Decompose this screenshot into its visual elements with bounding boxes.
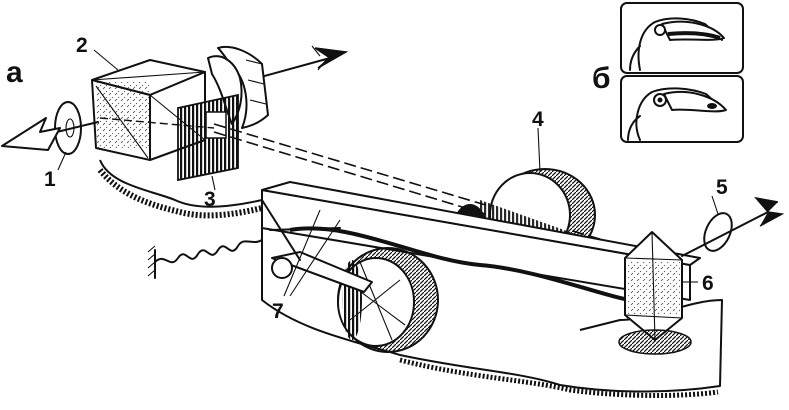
panel-label-b: б — [592, 62, 611, 95]
toucan-inset — [620, 2, 744, 143]
crank-arm — [261, 199, 373, 293]
leader-lines — [57, 49, 719, 297]
label-4: 4 — [532, 108, 544, 131]
label-6: 6 — [702, 272, 714, 295]
striped-plate — [177, 93, 239, 182]
incoming-light-arrow — [249, 45, 349, 81]
label-1: 1 — [44, 168, 56, 191]
long-rail — [261, 181, 701, 304]
right-light-arrow — [681, 196, 785, 257]
label-5: 5 — [716, 176, 728, 199]
label-3: 3 — [204, 188, 216, 211]
right-iris-disk — [703, 212, 733, 252]
spring — [154, 239, 263, 264]
prism-6 — [618, 231, 692, 355]
label-7: 7 — [272, 300, 284, 323]
label-2: 2 — [76, 34, 88, 57]
wall-anchor — [147, 245, 156, 279]
toucan-bottom-image — [627, 87, 727, 141]
panel-label-a: а — [6, 56, 23, 89]
crank-drum — [337, 247, 439, 353]
outgoing-light-arrow — [1, 117, 99, 151]
toucan-top-image — [629, 17, 725, 71]
polarizer-cube — [91, 59, 206, 161]
